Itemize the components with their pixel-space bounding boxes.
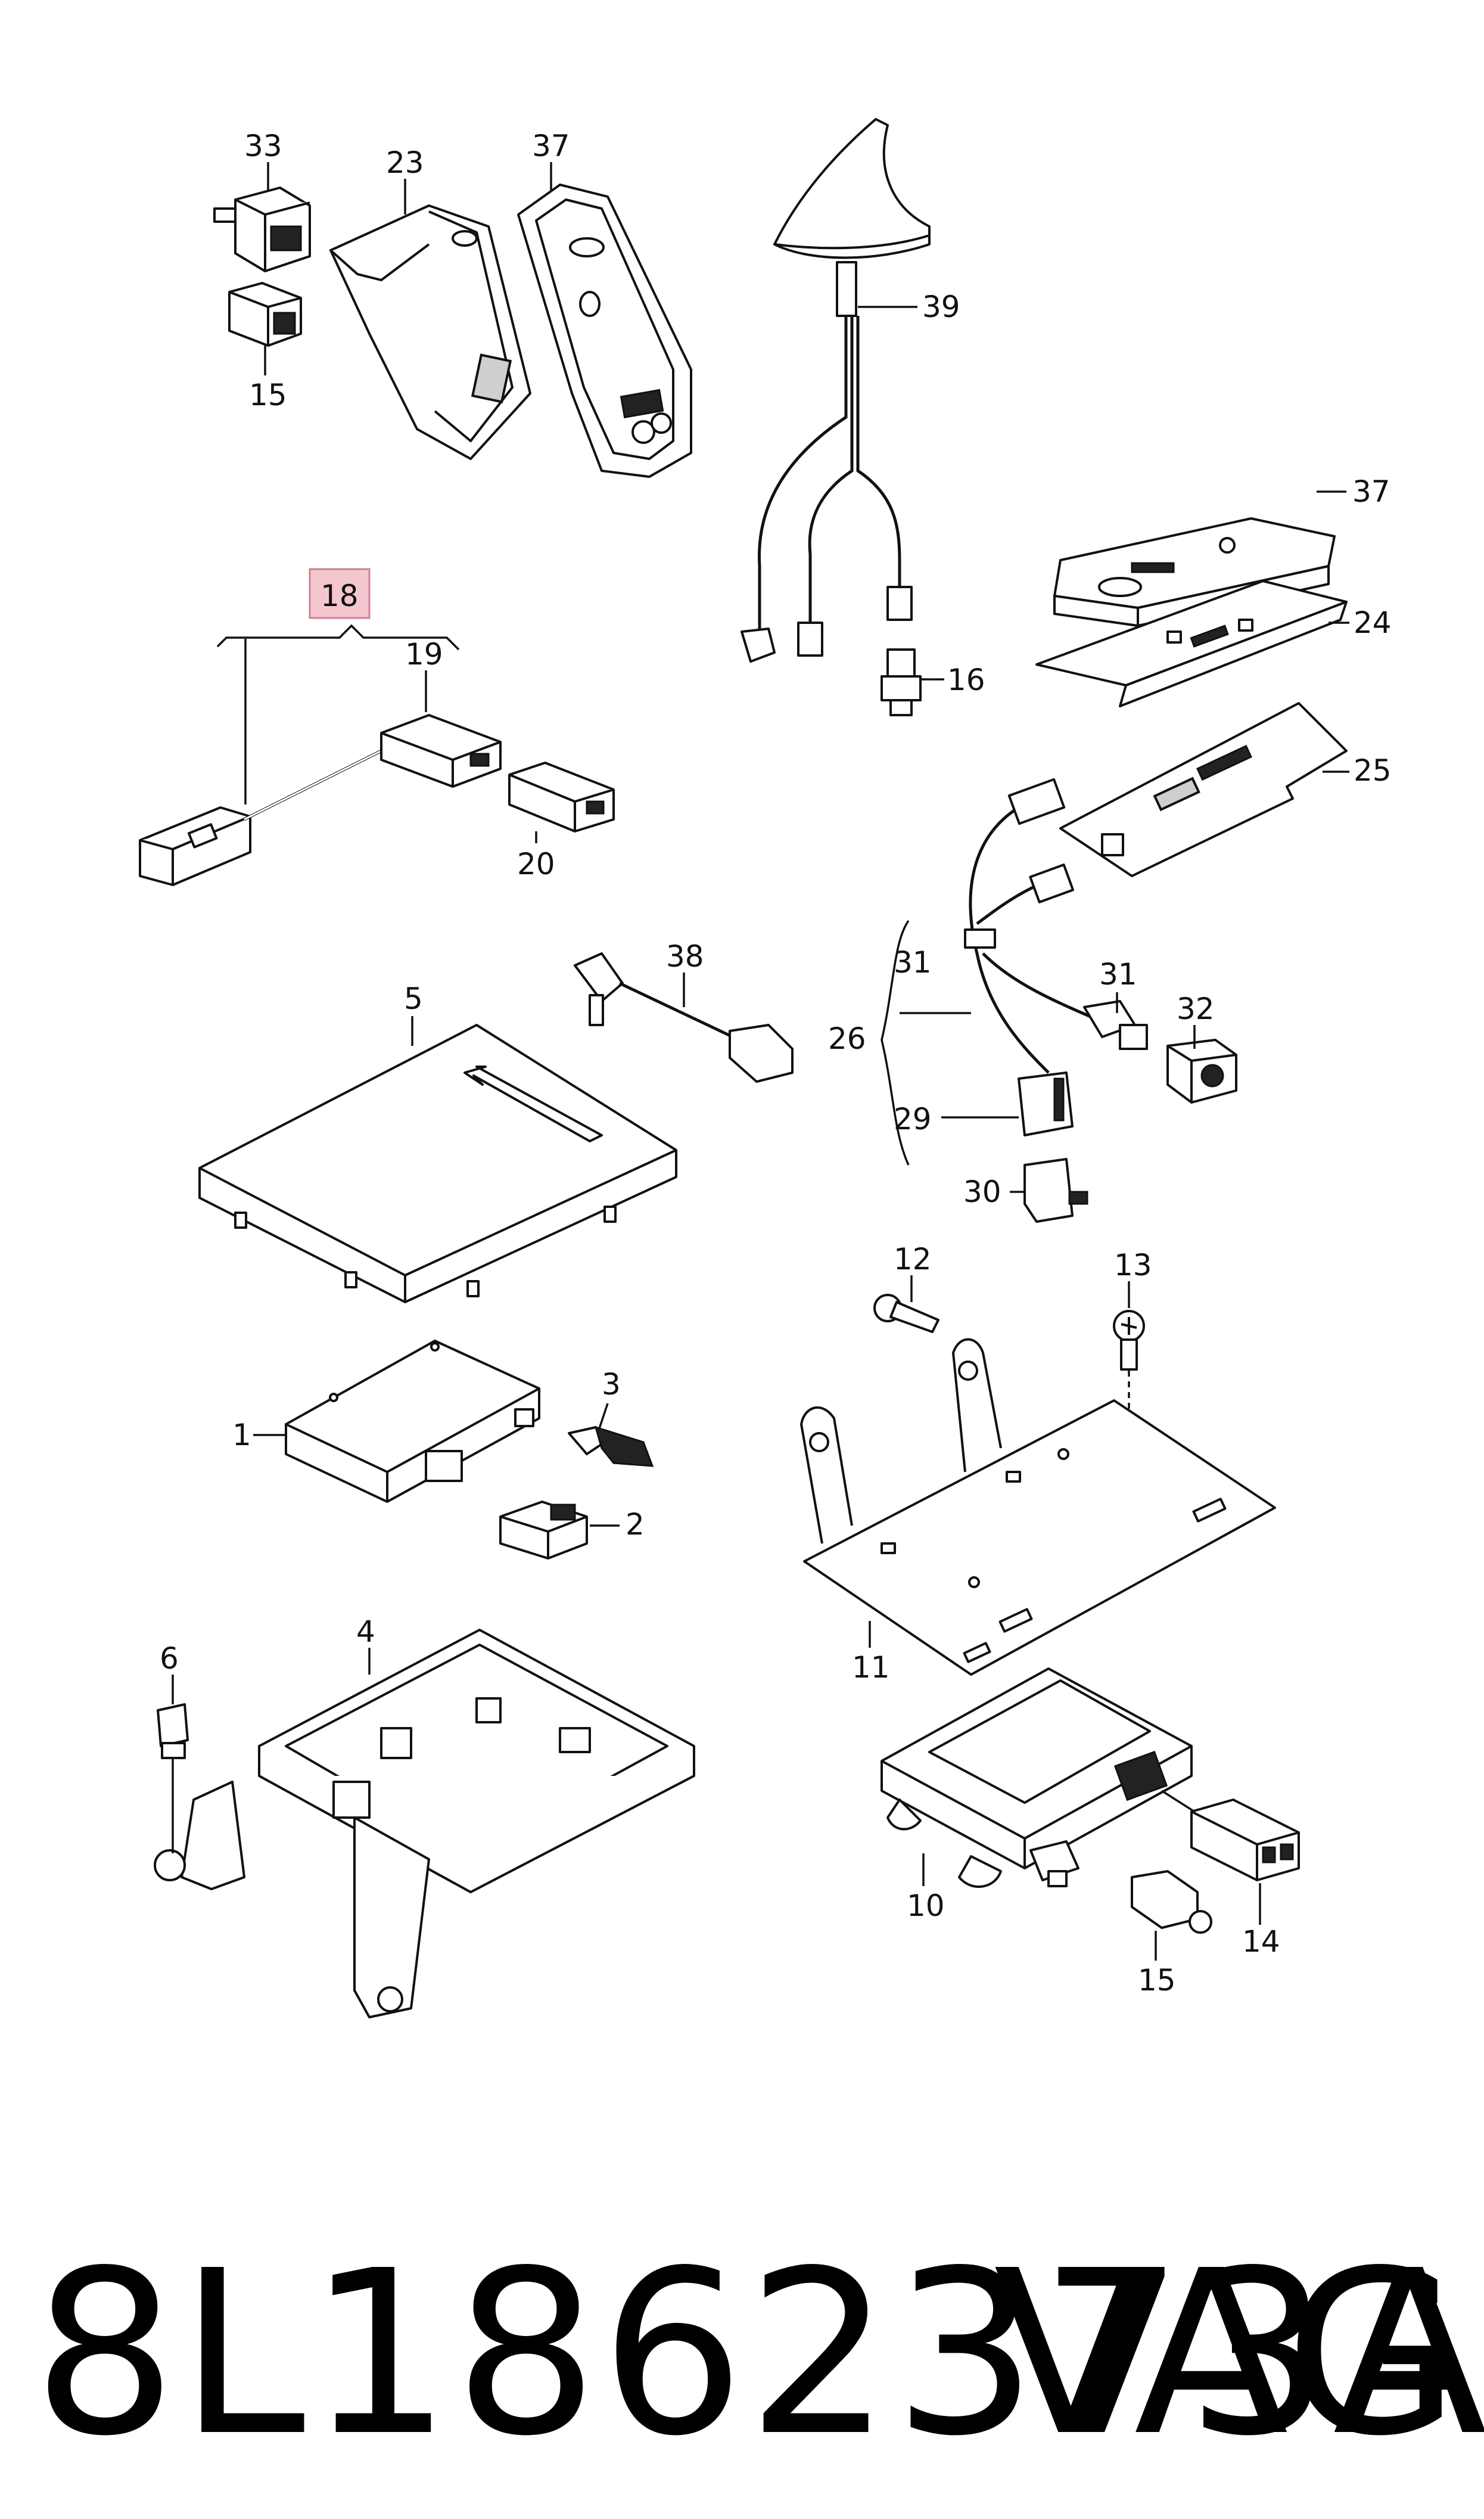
callout-32: 32 — [1177, 992, 1215, 1026]
part-31-connector — [1083, 1000, 1148, 1050]
part-26-wiring-harness — [964, 778, 1124, 1074]
callout-38: 38 — [666, 939, 704, 974]
callout-1: 1 — [232, 1418, 251, 1452]
part-3-connector — [568, 1425, 654, 1467]
callout-37-right: 37 — [1352, 474, 1390, 509]
part-37-adapter-right — [1053, 517, 1336, 627]
callout-15-bottom: 15 — [1138, 1963, 1176, 1998]
part-39-roof-antenna — [741, 118, 931, 663]
callout-13: 13 — [1114, 1248, 1152, 1282]
part-15-connector-bottom — [1029, 1840, 1212, 1934]
callout-12: 12 — [894, 1242, 932, 1276]
part-37-adapter-top — [517, 184, 692, 478]
callout-24: 24 — [1354, 605, 1392, 640]
part-6-bolt — [157, 1703, 189, 1853]
part-30-connector — [1023, 1158, 1088, 1223]
callout-18-highlight — [309, 568, 371, 619]
callout-30: 30 — [963, 1175, 1001, 1209]
part-25-circuit-board — [1059, 702, 1348, 877]
callout-15-top: 15 — [249, 378, 287, 412]
part-12-screw — [873, 1294, 939, 1333]
part-33-connector — [213, 187, 311, 272]
part-29-connector — [1018, 1071, 1074, 1136]
callout-2: 2 — [626, 1507, 645, 1542]
callout-6: 6 — [160, 1641, 179, 1676]
callout-18: 18 — [321, 579, 359, 613]
part-5-cover — [198, 1024, 677, 1303]
callout-4: 4 — [356, 1614, 375, 1649]
callout-23: 23 — [386, 145, 424, 180]
callout-19: 19 — [405, 637, 443, 672]
callout-14: 14 — [1242, 1924, 1280, 1959]
exploded-parts-diagram: 33 15 23 37 39 16 — [139, 118, 1392, 2018]
part-2-connector — [499, 1501, 588, 1560]
part-11-base-plate — [800, 1338, 1276, 1676]
callout-16: 16 — [947, 663, 985, 697]
part-1-control-module — [285, 1340, 540, 1503]
part-20-connector — [508, 762, 615, 833]
callout-20: 20 — [517, 847, 555, 881]
part-32-socket — [1166, 1039, 1237, 1104]
callout-33: 33 — [244, 129, 282, 163]
callout-3: 3 — [602, 1367, 621, 1402]
callout-39: 39 — [922, 290, 960, 324]
callout-26: 26 — [828, 1021, 866, 1056]
brand-label: VAG — [993, 2222, 1460, 2486]
part-15-connector-top — [228, 282, 302, 347]
callout-29: 29 — [894, 1102, 932, 1136]
callout-25: 25 — [1354, 753, 1392, 788]
callout-5: 5 — [404, 981, 423, 1016]
callout-11: 11 — [852, 1650, 890, 1685]
part-16-connector — [881, 648, 922, 716]
part-24-mounting-plate — [1035, 580, 1348, 707]
part-23-phone-holder — [329, 204, 531, 460]
part-13-screw — [1113, 1310, 1145, 1496]
callout-10: 10 — [907, 1889, 945, 1923]
callout-31-right: 31 — [1099, 957, 1137, 992]
part-number-label: 8L1862373A — [33, 2222, 1484, 2486]
callout-31-left: 31 — [894, 945, 932, 980]
part-18-cable-harness — [139, 749, 382, 886]
part-38-antenna-cable — [574, 952, 794, 1083]
part-14-connector — [1161, 1790, 1300, 1881]
callout-37-top: 37 — [532, 129, 570, 163]
part-4-mounting-bracket — [154, 1629, 695, 2018]
part-19-connector — [380, 714, 502, 788]
part-10-control-unit — [881, 1667, 1193, 1888]
